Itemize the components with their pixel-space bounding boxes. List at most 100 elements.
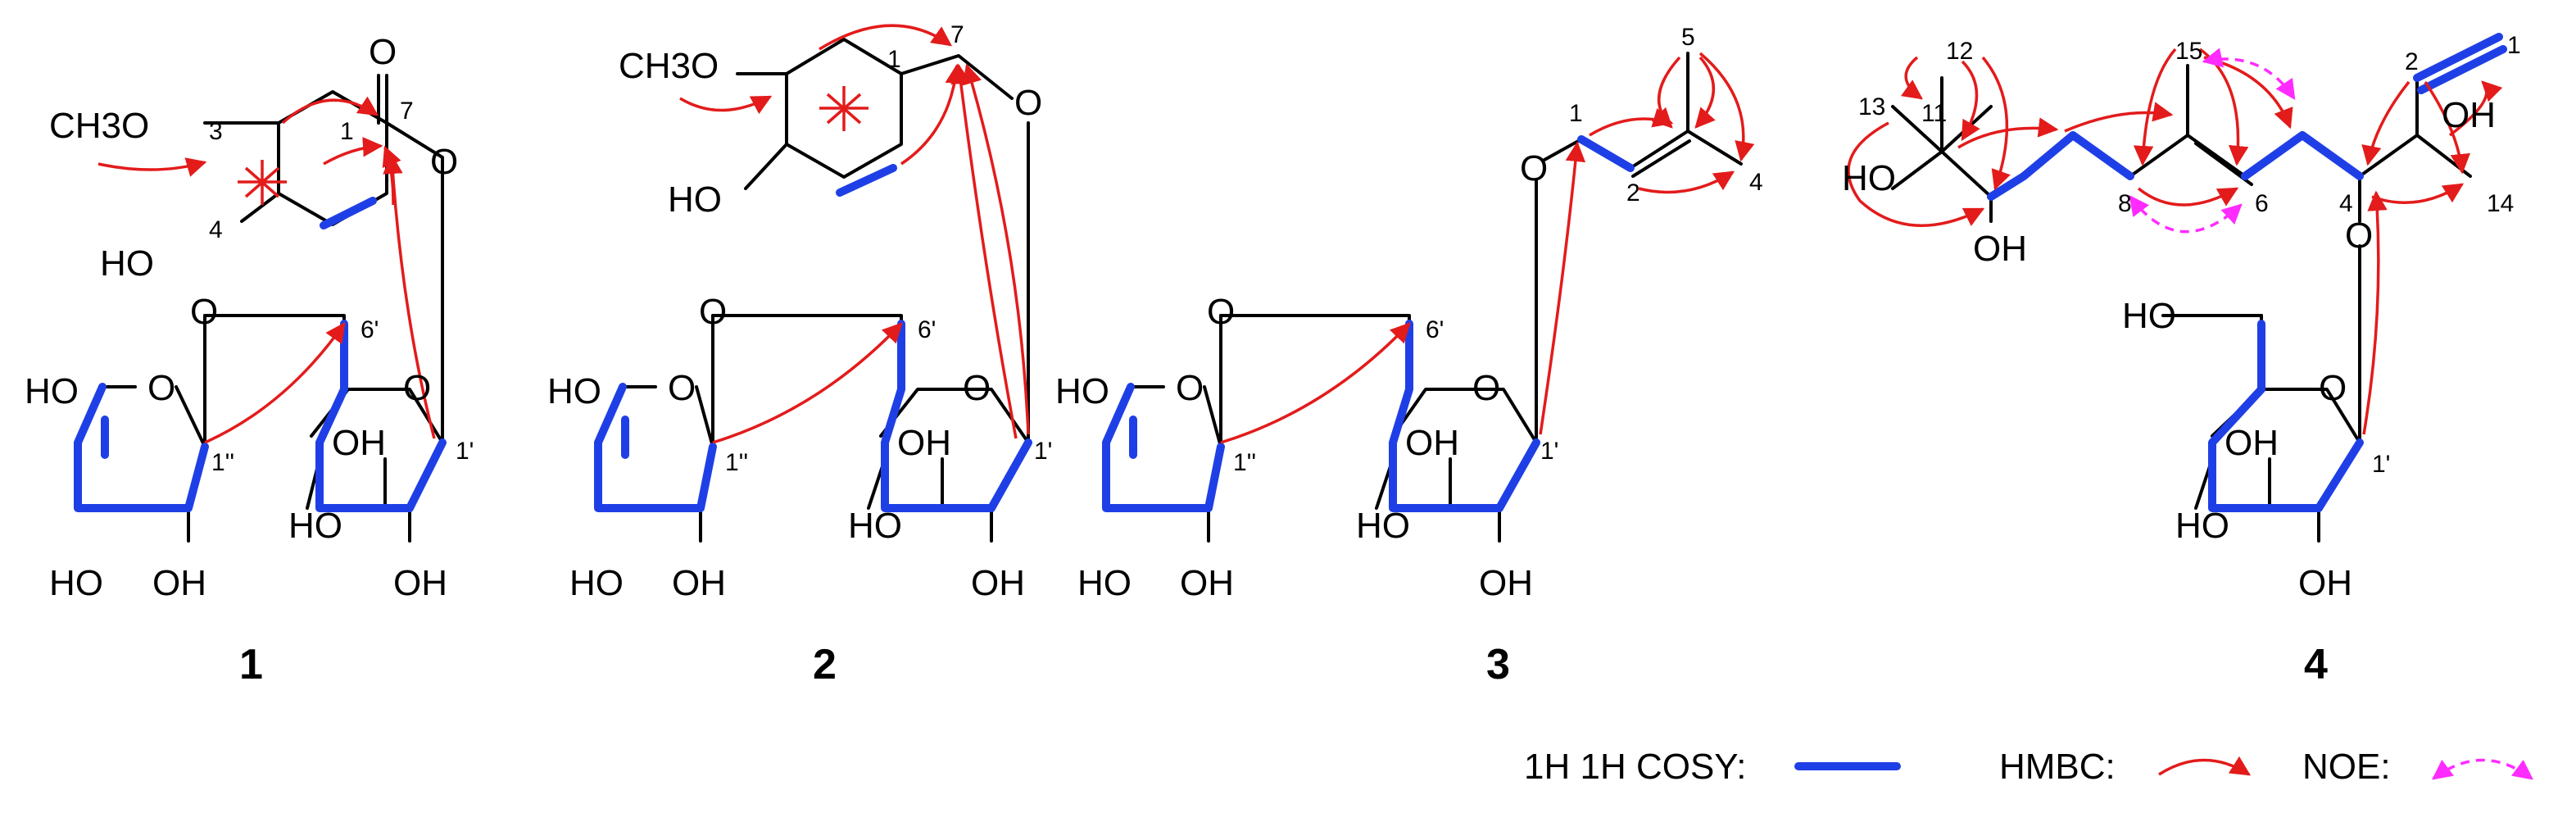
compound-3-bonds xyxy=(1104,52,1743,543)
hydroxy-label: OH xyxy=(1405,423,1459,463)
glycosidic-o-label: O xyxy=(1207,292,1235,332)
compound-1: CH3O HO O O O O O HO HO OH OH HO OH 1 3 … xyxy=(25,32,474,688)
methoxy-label: CH3O xyxy=(619,46,719,86)
compound-4-labels: HO OH OH O O HO OH HO OH 1 2 4 6 8 11 12… xyxy=(1842,32,2521,688)
locant-label: 2 xyxy=(2405,48,2419,75)
locant-label: 8 xyxy=(2118,190,2132,217)
locant-label: 7 xyxy=(400,98,414,125)
locant-label: 1'' xyxy=(211,449,234,476)
legend-hmbc-swatch xyxy=(2158,756,2252,776)
hydroxy-label: HO xyxy=(547,371,601,411)
legend: 1H 1H COSY: HMBC: NOE: xyxy=(1524,747,2533,787)
hydroxy-label: OH xyxy=(393,563,447,603)
locant-label: 1' xyxy=(1540,438,1558,465)
locant-label: 1' xyxy=(2372,451,2390,478)
locant-label: 2 xyxy=(1626,179,1640,207)
methoxy-label: CH3O xyxy=(49,106,149,146)
locant-label: 1 xyxy=(887,46,901,73)
locant-label: 1 xyxy=(2507,32,2521,59)
locant-label: 15 xyxy=(2175,38,2202,65)
ring-o-label: O xyxy=(668,368,696,408)
ether-o-label: O xyxy=(2345,216,2373,256)
hydroxy-label: HO xyxy=(1842,158,1896,198)
compound-1-labels: CH3O HO O O O O O HO HO OH OH HO OH 1 3 … xyxy=(25,32,474,688)
locant-label: 5 xyxy=(1681,24,1695,51)
locant-label: 1'' xyxy=(725,449,748,476)
hydroxy-label: OH xyxy=(152,563,206,603)
compound-4-noe xyxy=(2129,48,2296,234)
ring-o-label: O xyxy=(1014,83,1042,123)
compound-1-hmbc xyxy=(98,96,436,444)
carbonyl-o-label: O xyxy=(369,32,397,72)
ring-o-label: O xyxy=(963,368,991,408)
hydroxy-label: HO xyxy=(668,179,722,220)
locant-label: 13 xyxy=(1858,93,1885,120)
hydroxy-label: OH xyxy=(2225,423,2279,463)
hydroxy-label: HO xyxy=(848,506,902,546)
hydroxy-label: HO xyxy=(1356,506,1410,546)
hydroxy-label: OH xyxy=(1973,229,2027,269)
hydroxy-label: HO xyxy=(25,371,79,411)
compound-2: CH3O HO O O O O HO HO OH OH HO OH 1 7 6'… xyxy=(547,21,1052,688)
compound-number: 4 xyxy=(2304,641,2328,688)
compound-number: 2 xyxy=(813,641,837,688)
locant-label: 4 xyxy=(2339,190,2353,217)
hydroxy-label: HO xyxy=(49,563,103,603)
locant-label: 1'' xyxy=(1233,449,1256,476)
ring-o-label: O xyxy=(1472,368,1500,408)
ring-o-label: O xyxy=(147,368,175,408)
locant-label: 6 xyxy=(2255,190,2269,217)
hydroxy-label: OH xyxy=(332,423,386,463)
hydroxy-label: OH xyxy=(971,563,1025,603)
hydroxy-label: HO xyxy=(2122,296,2176,336)
locant-label: 1' xyxy=(1034,438,1052,465)
ester-o-label: O xyxy=(430,142,458,182)
locant-label: 1 xyxy=(340,118,354,145)
legend-noe-label: NOE: xyxy=(2302,747,2391,787)
compound-2-cosy xyxy=(594,164,1032,512)
locant-label: 3 xyxy=(209,118,223,145)
locant-label: 4 xyxy=(1749,169,1763,196)
compound-4-cosy xyxy=(1987,33,2507,512)
locant-label: 14 xyxy=(2487,190,2514,217)
compound-3: O O O O HO HO OH OH HO OH 1 2 4 5 6' 1' … xyxy=(1055,24,1763,688)
compound-2-hmbc xyxy=(679,24,1030,444)
ring-o-label: O xyxy=(403,368,431,408)
hydroxy-label: HO xyxy=(1077,563,1132,603)
ring-o-label: O xyxy=(1176,368,1204,408)
hydroxy-label: OH xyxy=(1180,563,1234,603)
locant-label: 6' xyxy=(1426,316,1444,343)
hydroxy-label: OH xyxy=(672,563,726,603)
ether-o-label: O xyxy=(1520,148,1548,188)
hydroxy-label: HO xyxy=(1055,371,1109,411)
locant-label: 6' xyxy=(361,316,379,343)
legend-hmbc-label: HMBC: xyxy=(1999,747,2116,787)
glycosidic-o-label: O xyxy=(699,292,727,332)
compound-number: 1 xyxy=(239,641,263,688)
ring-o-label: O xyxy=(2319,368,2347,408)
locant-label: 11 xyxy=(1921,100,1947,127)
hydroxy-label: HO xyxy=(569,563,624,603)
hydroxy-label: HO xyxy=(100,243,154,284)
locant-label: 12 xyxy=(1946,38,1973,65)
legend-cosy-label: 1H 1H COSY: xyxy=(1524,747,1746,787)
compound-2-labels: CH3O HO O O O O HO HO OH OH HO OH 1 7 6'… xyxy=(547,21,1052,688)
locant-label: 1 xyxy=(1569,100,1583,127)
compound-number: 3 xyxy=(1486,641,1510,688)
hydroxy-label: HO xyxy=(288,506,342,546)
locant-label: 6' xyxy=(918,316,936,343)
hydroxy-label: OH xyxy=(897,423,951,463)
hydroxy-label: OH xyxy=(1479,563,1533,603)
hydroxy-label: HO xyxy=(2175,506,2229,546)
hydroxy-label: OH xyxy=(2298,563,2352,603)
glycosidic-o-label: O xyxy=(190,292,218,332)
compound-1-cosy xyxy=(74,197,447,512)
compound-4-bonds xyxy=(1891,35,2501,543)
compound-3-cosy xyxy=(1102,135,1635,512)
locant-label: 4 xyxy=(209,216,223,243)
hydroxy-label: OH xyxy=(2442,95,2496,135)
legend-noe-swatch xyxy=(2432,758,2533,780)
locant-label: 1' xyxy=(456,438,474,465)
compound-4: HO OH OH O O HO OH HO OH 1 2 4 6 8 11 12… xyxy=(1842,32,2521,688)
